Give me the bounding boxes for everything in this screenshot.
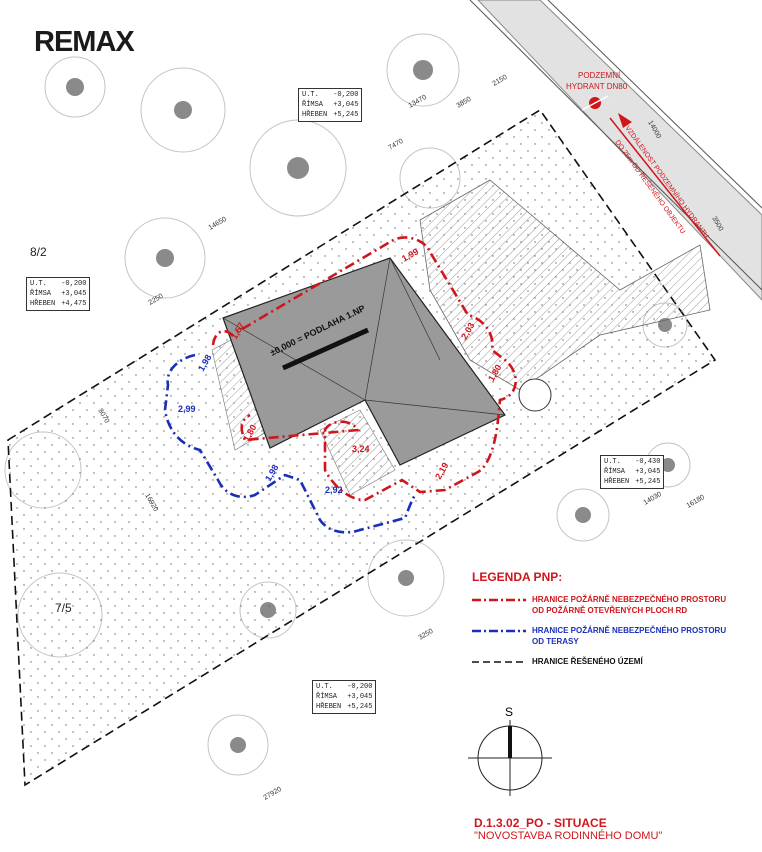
stat-box-left: U.T.-0,200 ŘÍMSA+3,045 HŘEBEN+4,475 [26, 277, 91, 311]
legend-red-text-1: HRANICE POŽÁRNĚ NEBEZPEČNÉHO PROSTORU [532, 595, 727, 604]
hydrant-label-1: PODZEMNÍ [578, 71, 621, 80]
red-fire-boundary [211, 236, 517, 502]
north-arrow [468, 720, 552, 796]
legend-black-line [472, 661, 526, 663]
legend-red: HRANICE POŽÁRNĚ NEBEZPEČNÉHO PROSTORU OD… [472, 594, 752, 616]
legend: LEGENDA PNP: HRANICE POŽÁRNĚ NEBEZPEČNÉH… [472, 570, 752, 677]
hydrant-label-2: HYDRANT DN80 [566, 82, 628, 91]
remax-logo: REMAX [34, 26, 135, 58]
blue-distance-4: 2,92 [325, 485, 343, 495]
floor-marker [281, 327, 370, 371]
legend-red-line [472, 598, 526, 602]
legend-blue-text-1: HRANICE POŽÁRNĚ NEBEZPEČNÉHO PROSTORU [532, 626, 727, 635]
legend-title: LEGENDA PNP: [472, 570, 563, 584]
well-symbol [518, 378, 552, 412]
drawing-code: D.1.3.02_PO - SITUACE [474, 816, 607, 830]
hydrant-arrow [618, 113, 632, 128]
legend-black-text: HRANICE ŘEŠENÉHO ÚZEMÍ [532, 657, 643, 666]
stat-box-top: U.T.-0,200 ŘÍMSA+3,045 HŘEBEN+5,245 [298, 88, 363, 122]
parcel-north: 8/2 [30, 245, 47, 259]
dim-14650: 14650 [208, 216, 228, 232]
roof-lines [222, 257, 506, 416]
drawing-subtitle: "NOVOSTAVBA RODINNÉHO DOMU" [474, 830, 663, 842]
title-block: D.1.3.02_PO - SITUACE "NOVOSTAVBA RODINN… [474, 816, 662, 842]
legend-black: HRANICE ŘEŠENÉHO ÚZEMÍ [472, 656, 752, 668]
stat-box-right: U.T.-0,430 ŘÍMSA+3,045 HŘEBEN+5,245 [600, 455, 665, 489]
dim-3850: 3850 [456, 96, 473, 110]
legend-blue: HRANICE POŽÁRNĚ NEBEZPEČNÉHO PROSTORU OD… [472, 625, 752, 647]
blue-distance-2: 2,99 [178, 404, 196, 414]
dim-7470: 7470 [388, 138, 405, 152]
dim-16180: 16180 [686, 494, 706, 510]
north-label: S [505, 705, 514, 719]
legend-blue-text-2: OD TERASY [532, 637, 579, 646]
road [477, 0, 762, 301]
terrace-south [319, 409, 396, 496]
legend-blue-line [472, 629, 526, 633]
stat-box-bottom: U.T.-0,200 ŘÍMSA+3,045 HŘEBEN+5,245 [312, 680, 377, 714]
dim-27920: 27920 [263, 786, 283, 802]
parcel-south: 7/5 [55, 601, 72, 615]
red-distance-6: 3,24 [352, 444, 370, 454]
dim-14030: 14030 [643, 491, 663, 507]
dim-3250: 3250 [418, 628, 435, 642]
blue-fire-boundary [163, 353, 417, 534]
dim-13470: 13470 [408, 94, 428, 110]
dim-2150: 2150 [492, 74, 509, 88]
legend-red-text-2: OD POŽÁRNĚ OTEVŘENÝCH PLOCH RD [532, 606, 688, 615]
